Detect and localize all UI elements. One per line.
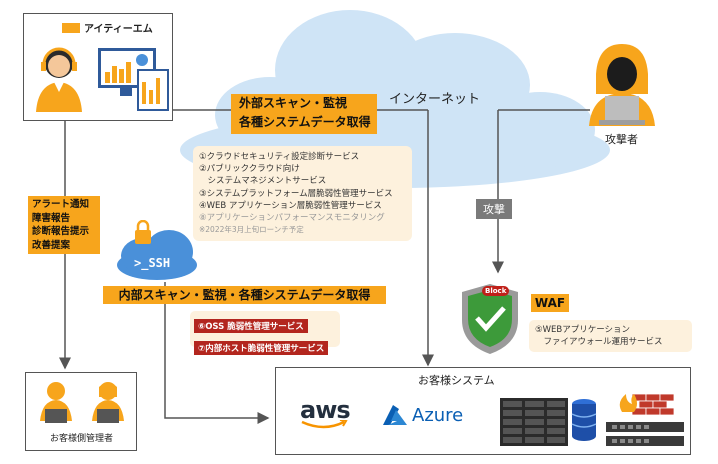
database-icon [571,399,597,441]
attack-label: 攻撃 [476,199,512,219]
dashboard-monitor-icon [98,48,169,111]
alert-item: アラート通知 [32,199,90,210]
azure-logo: Azure [382,404,463,426]
waf-shield-icon [462,284,518,354]
waf-label: WAF [531,294,569,312]
aws-logo: aws [300,396,351,430]
external-scan-title: 外部スキャン・監視 各種システムデータ取得 [231,94,377,134]
alert-item: 障害報告 [32,212,71,224]
internal-service: ⑥OSS 脆弱性管理サービス [194,319,308,333]
internal-arrow [164,282,270,424]
attacker-label: 攻撃者 [605,133,638,146]
customer-system-title: お客様システム [418,374,495,387]
waf-service-note: ⑤WEBアプリケーション ファイアウォール運用サービス [529,320,692,352]
internet-label: インターネット [389,92,481,107]
alert-item: 改善提案 [32,239,71,251]
company-name: アイティーエム [84,24,153,35]
customer-admin-label: お客様側管理者 [50,434,114,444]
aws-smile-icon [301,420,348,429]
operator-icon [36,47,82,112]
itm-box: アイティーエム [23,13,173,121]
external-service: ②パブリッククラウド向け [199,164,300,175]
customer-system-box: お客様システム aws Azure [275,367,691,455]
external-service: システムマネジメントサービス [199,176,327,187]
ssh-cloud-icon [117,220,197,280]
customer-admin-box: お客様側管理者 [25,372,137,451]
ssh-label: >_SSH [134,256,171,270]
external-service: ①クラウドセキュリティ設定診断サービス [199,152,360,162]
external-service: ④WEB アプリケーション層脆弱性管理サービス [199,200,382,211]
itm-logo-icon [62,22,80,33]
internal-service: ⑦内部ホスト脆弱性管理サービス [194,341,329,355]
server-rack-icon [500,398,568,446]
attacker-icon [589,44,655,126]
admin-user-icon [40,382,72,423]
internal-services-note: ⑥OSS 脆弱性管理サービス ⑦内部ホスト脆弱性管理サービス [190,311,340,355]
itm-logo: アイティーエム [62,20,153,35]
azure-icon [383,405,407,425]
external-service: ③システムプラットフォーム層脆弱性管理サービス [199,188,393,199]
admin-user-icon [92,382,124,423]
alert-item: 診断報告提示 [32,226,90,237]
internal-scan-title: 内部スキャン・監視・各種システムデータ取得 [103,286,386,304]
upcoming-note: ※2022年3月上旬ローンチ予定 [199,225,304,235]
alert-box: アラート通知 障害報告 診断報告提示 改善提案 [28,196,100,254]
external-services-note: ①クラウドセキュリティ設定診断サービス ②パブリッククラウド向け システムマネジ… [193,146,412,241]
block-badge: Block [482,286,510,296]
upcoming-service: ⑧アプリケーションパフォーマンスモニタリング [199,213,385,224]
firewall-router-icon [606,393,684,446]
